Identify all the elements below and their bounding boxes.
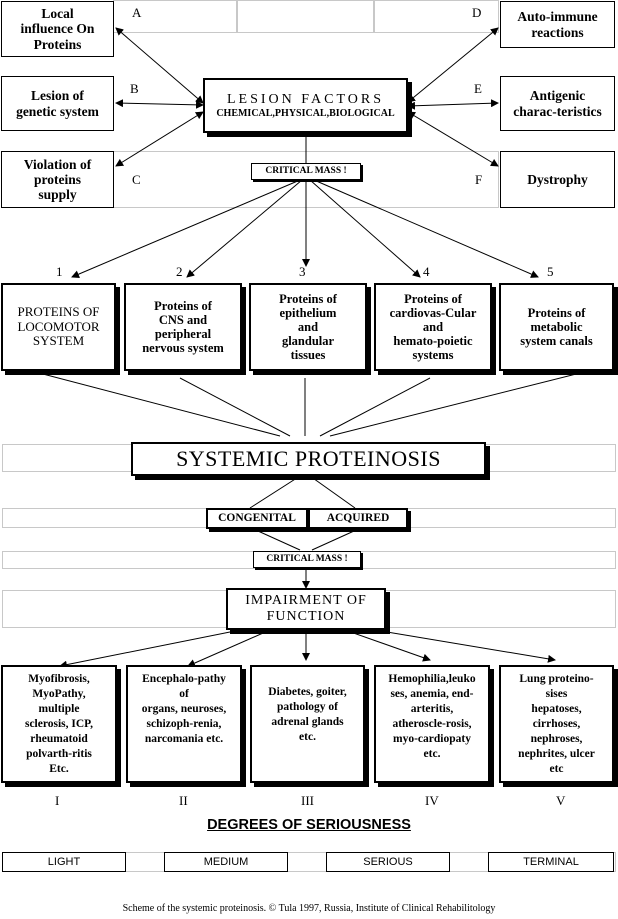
degrees-title: DEGREES OF SERIOUSNESS	[207, 817, 411, 833]
dystrophy-label: Dystrophy	[527, 171, 588, 187]
protein-box-metabolic: Proteins of metabolic system canals	[499, 283, 614, 371]
roman-iii: III	[301, 793, 314, 808]
lesion-factors-title: LESION FACTORS	[226, 92, 384, 108]
protein-num-4: 4	[423, 264, 430, 279]
disease-label-v: Lung proteino- sises hepatoses, cirrhose…	[518, 673, 595, 775]
degree-medium: MEDIUM	[164, 852, 288, 872]
roman-iv: IV	[425, 793, 439, 808]
top-grid-divider-2	[373, 0, 375, 33]
disease-box-i: Myofibrosis, MyoPathy, multiple sclerosi…	[1, 665, 117, 783]
protein-box-cardio: Proteins of cardiovas-Cular and hemato-p…	[374, 283, 492, 371]
roman-v: V	[556, 793, 566, 808]
degree-light-label: LIGHT	[47, 856, 81, 868]
disease-label-iv: Hemophilia,leuko ses, anemia, end- arter…	[388, 673, 476, 760]
degree-terminal: TERMINAL	[488, 852, 614, 872]
protein-label-cns: Proteins of CNS and peripheral nervous s…	[142, 299, 224, 355]
degree-serious: SERIOUS	[326, 852, 450, 872]
antigenic-box: Antigenic charac-teristics	[500, 76, 615, 131]
protein-num-2: 2	[176, 264, 183, 279]
protein-box-locomotor: PROTEINS OF LOCOMOTOR SYSTEM	[1, 283, 116, 371]
disease-box-ii: Encephalo-pathy of organs, neuroses, sch…	[126, 665, 242, 783]
degree-medium-label: MEDIUM	[203, 856, 249, 868]
acquired-box: ACQUIRED	[308, 508, 408, 529]
congenital-label: CONGENITAL	[218, 512, 296, 525]
letter-e: E	[474, 81, 482, 96]
disease-box-v: Lung proteino- sises hepatoses, cirrhose…	[499, 665, 614, 783]
violation-supply-box: Violation of proteins supply	[1, 151, 114, 208]
auto-immune-box: Auto-immune reactions	[500, 1, 615, 48]
lesion-genetic-box: Lesion of genetic system	[1, 76, 114, 131]
protein-num-1: 1	[56, 264, 63, 279]
degree-light: LIGHT	[2, 852, 126, 872]
roman-i: I	[55, 793, 60, 808]
letter-d: D	[472, 5, 482, 20]
lesion-genetic-label: Lesion of genetic system	[16, 88, 99, 119]
impairment-box: IMPAIRMENT OF FUNCTION	[226, 588, 386, 630]
protein-label-locomotor: PROTEINS OF LOCOMOTOR SYSTEM	[17, 304, 100, 349]
lesion-factors-subtitle: CHEMICAL,PHYSICAL,BIOLOGICAL	[216, 107, 395, 119]
acquired-label: ACQUIRED	[326, 512, 390, 525]
protein-box-cns: Proteins of CNS and peripheral nervous s…	[124, 283, 242, 371]
systemic-proteinosis-label: SYSTEMIC PROTEINOSIS	[176, 445, 441, 471]
congenital-box: CONGENITAL	[206, 508, 308, 529]
letter-f: F	[475, 172, 483, 187]
roman-ii: II	[179, 793, 188, 808]
protein-num-5: 5	[547, 264, 554, 279]
protein-label-cardio: Proteins of cardiovas-Cular and hemato-p…	[389, 292, 477, 362]
auto-immune-label: Auto-immune reactions	[517, 9, 598, 40]
top-grid-divider-1	[236, 0, 238, 33]
disease-box-iii: Diabetes, goiter, pathology of adrenal g…	[250, 665, 365, 783]
critical-mass-box-2: CRITICAL MASS !	[253, 551, 361, 568]
disease-label-i: Myofibrosis, MyoPathy, multiple sclerosi…	[24, 673, 94, 775]
critical-mass-label: CRITICAL MASS !	[265, 166, 347, 177]
degree-serious-label: SERIOUS	[363, 856, 413, 868]
dystrophy-box: Dystrophy	[500, 151, 615, 208]
degree-terminal-label: TERMINAL	[523, 856, 579, 868]
violation-supply-label: Violation of proteins supply	[23, 156, 92, 203]
protein-num-3: 3	[299, 264, 306, 279]
lesion-factors-box: LESION FACTORS CHEMICAL,PHYSICAL,BIOLOGI…	[203, 78, 408, 133]
local-influence-box: Local influence On Proteins	[1, 1, 114, 57]
figure-caption: Scheme of the systemic proteinosis. © Tu…	[122, 903, 496, 914]
protein-box-epithelium: Proteins of epithelium and glandular tis…	[249, 283, 367, 371]
disease-label-ii: Encephalo-pathy of organs, neuroses, sch…	[141, 673, 227, 745]
critical-mass-box: CRITICAL MASS !	[251, 163, 361, 180]
critical-mass-label-2: CRITICAL MASS !	[266, 554, 348, 565]
local-influence-label: Local influence On Proteins	[20, 6, 95, 52]
protein-label-metabolic: Proteins of metabolic system canals	[520, 306, 593, 348]
letter-b: B	[130, 81, 139, 96]
disease-box-iv: Hemophilia,leuko ses, anemia, end- arter…	[374, 665, 490, 783]
letter-a: A	[132, 5, 142, 20]
letter-c: C	[132, 172, 141, 187]
disease-label-iii: Diabetes, goiter, pathology of adrenal g…	[268, 686, 347, 743]
protein-label-epithelium: Proteins of epithelium and glandular tis…	[279, 292, 337, 362]
impairment-label: IMPAIRMENT OF FUNCTION	[245, 593, 367, 624]
antigenic-label: Antigenic charac-teristics	[513, 88, 602, 119]
systemic-proteinosis-box: SYSTEMIC PROTEINOSIS	[131, 442, 486, 476]
